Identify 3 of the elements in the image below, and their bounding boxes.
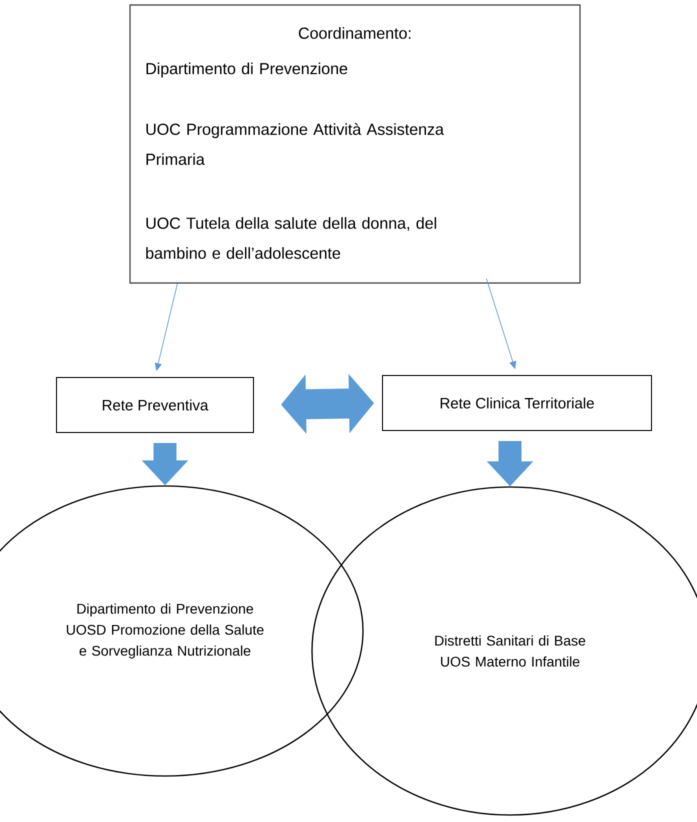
- coordination-box: Coordinamento: Dipartimento di Prevenzione UOC Programmazione Attività Assistenza Primaria UOC Tutela della salute della donna, del bambino e dell’adolescente: [129, 4, 581, 284]
- network-box: Rete Clinica Territoriale: [382, 375, 652, 431]
- network-box: Rete Preventiva: [56, 377, 254, 433]
